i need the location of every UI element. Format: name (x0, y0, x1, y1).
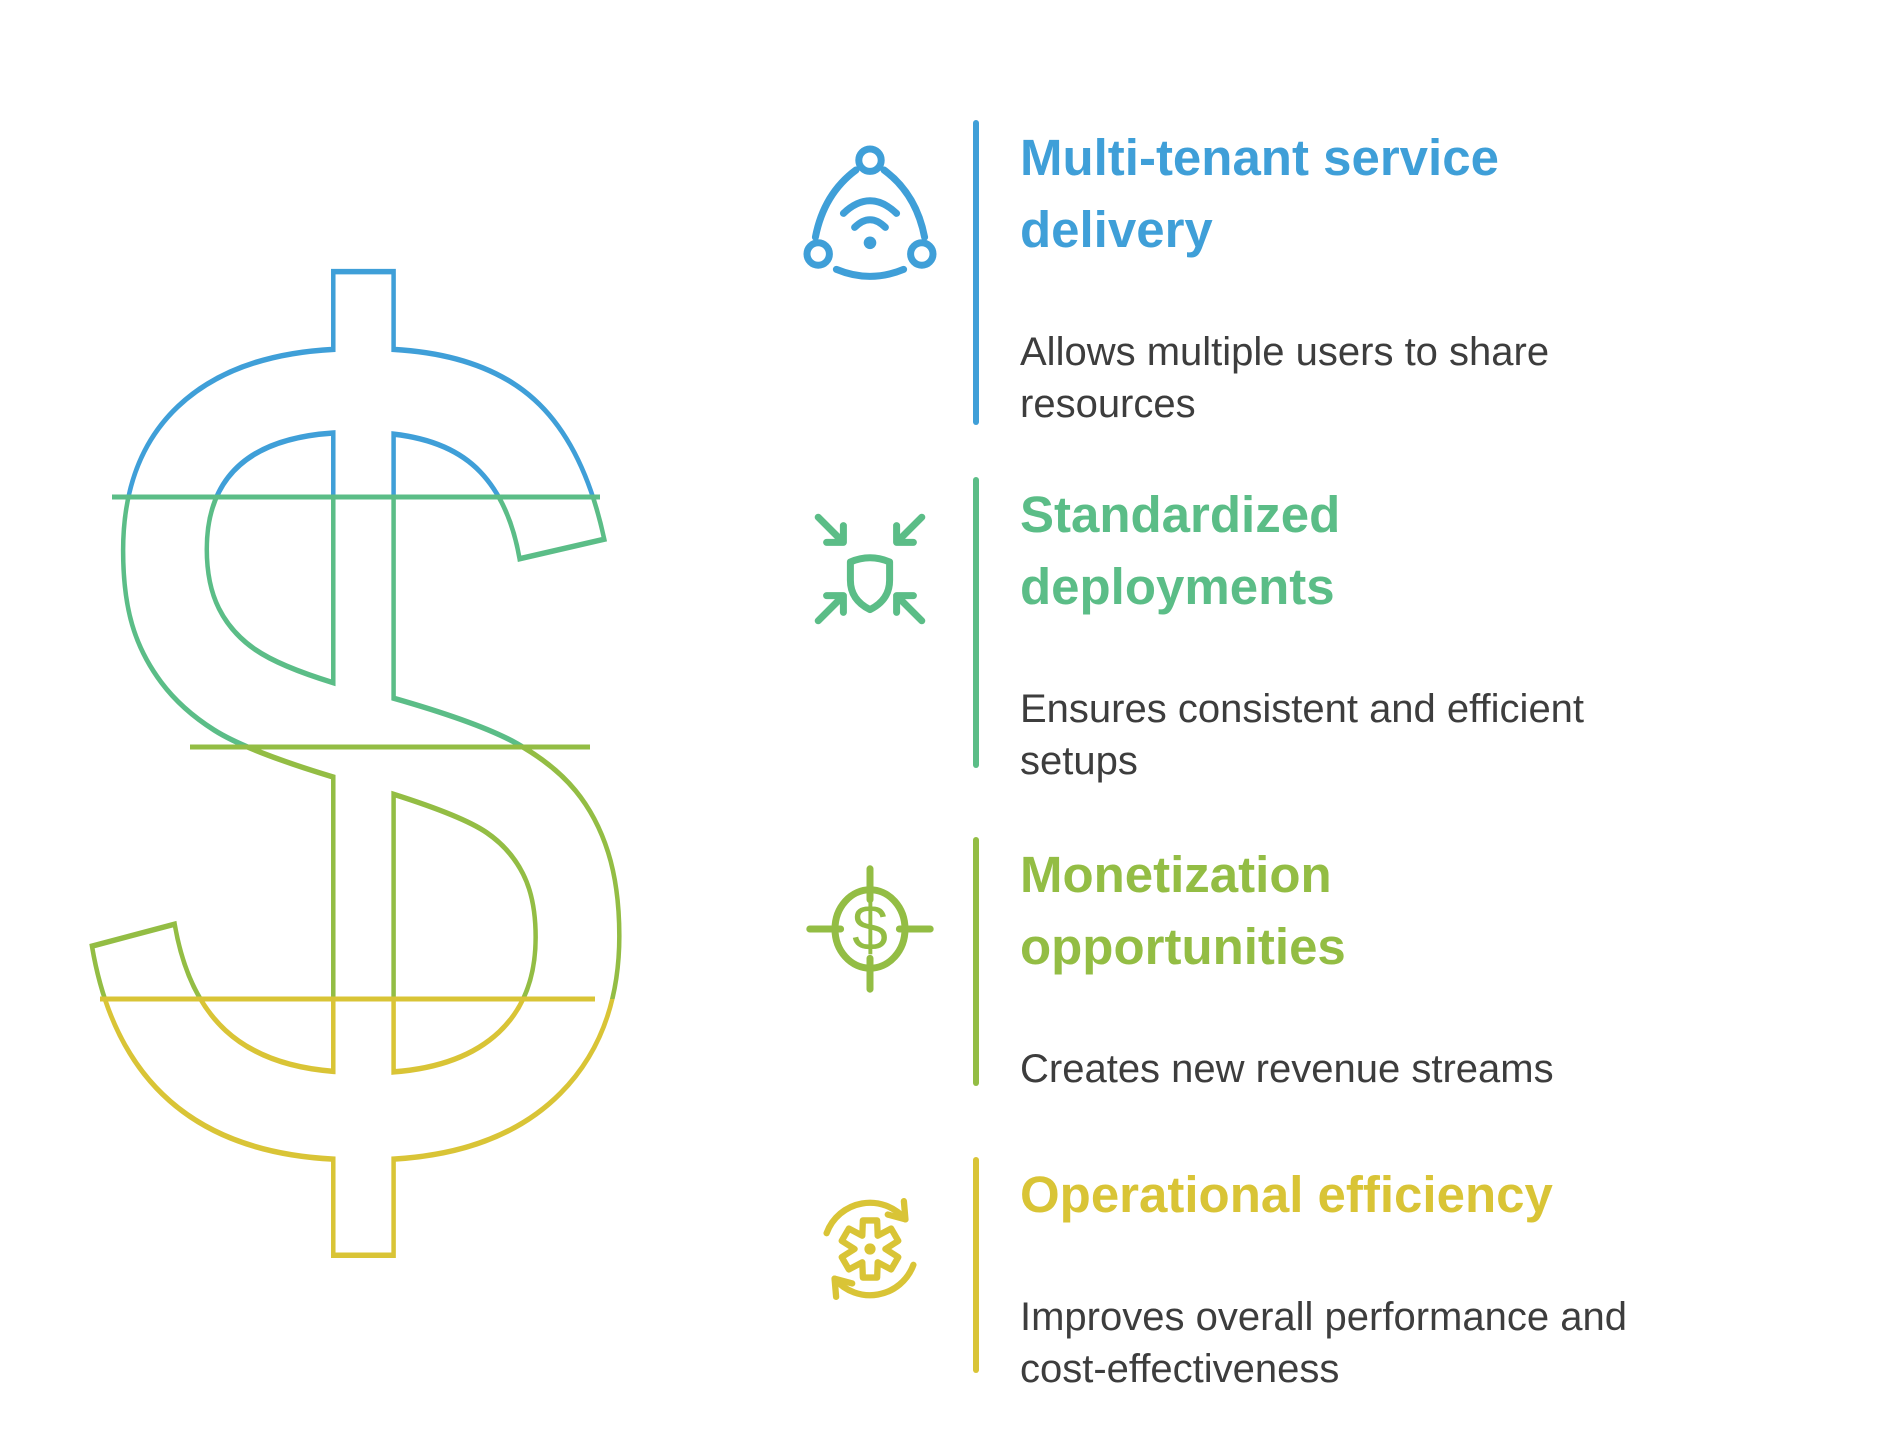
network-wifi-icon (800, 142, 940, 282)
section-description: Creates new revenue streams (1020, 1047, 1554, 1091)
svg-text:$: $ (852, 892, 888, 964)
section-description: Improves overall performance and cost-ef… (1020, 1295, 1627, 1391)
section-title: Operational efficiency (1020, 1166, 1553, 1223)
shield-converge-icon (800, 499, 940, 639)
section-operational: Operational efficiency Improves overall … (800, 1157, 1740, 1395)
dollar-sign-outline: $ (79, 69, 638, 1431)
section-accent-bar (973, 477, 979, 768)
dollar-sign-glyph: $ (81, 72, 635, 1429)
section-title: Monetization opportunities (1020, 846, 1346, 975)
section-accent-bar (973, 1157, 979, 1373)
section-accent-bar (973, 837, 979, 1086)
section-description: Allows multiple users to share resources (1020, 330, 1550, 426)
section-title: Multi-tenant service delivery (1020, 129, 1499, 258)
section-standardized: Standardized deployments Ensures consist… (800, 477, 1740, 787)
gear-sync-icon (800, 1179, 940, 1319)
section-multi-tenant: Multi-tenant service delivery Allows mul… (800, 120, 1740, 430)
section-description: Ensures consistent and efficient setups (1020, 687, 1585, 783)
dollar-target-icon: $ (800, 859, 940, 999)
section-title: Standardized deployments (1020, 486, 1341, 615)
section-accent-bar (973, 120, 979, 425)
section-monetization: $ Monetization opportunities Creates new… (800, 837, 1740, 1095)
